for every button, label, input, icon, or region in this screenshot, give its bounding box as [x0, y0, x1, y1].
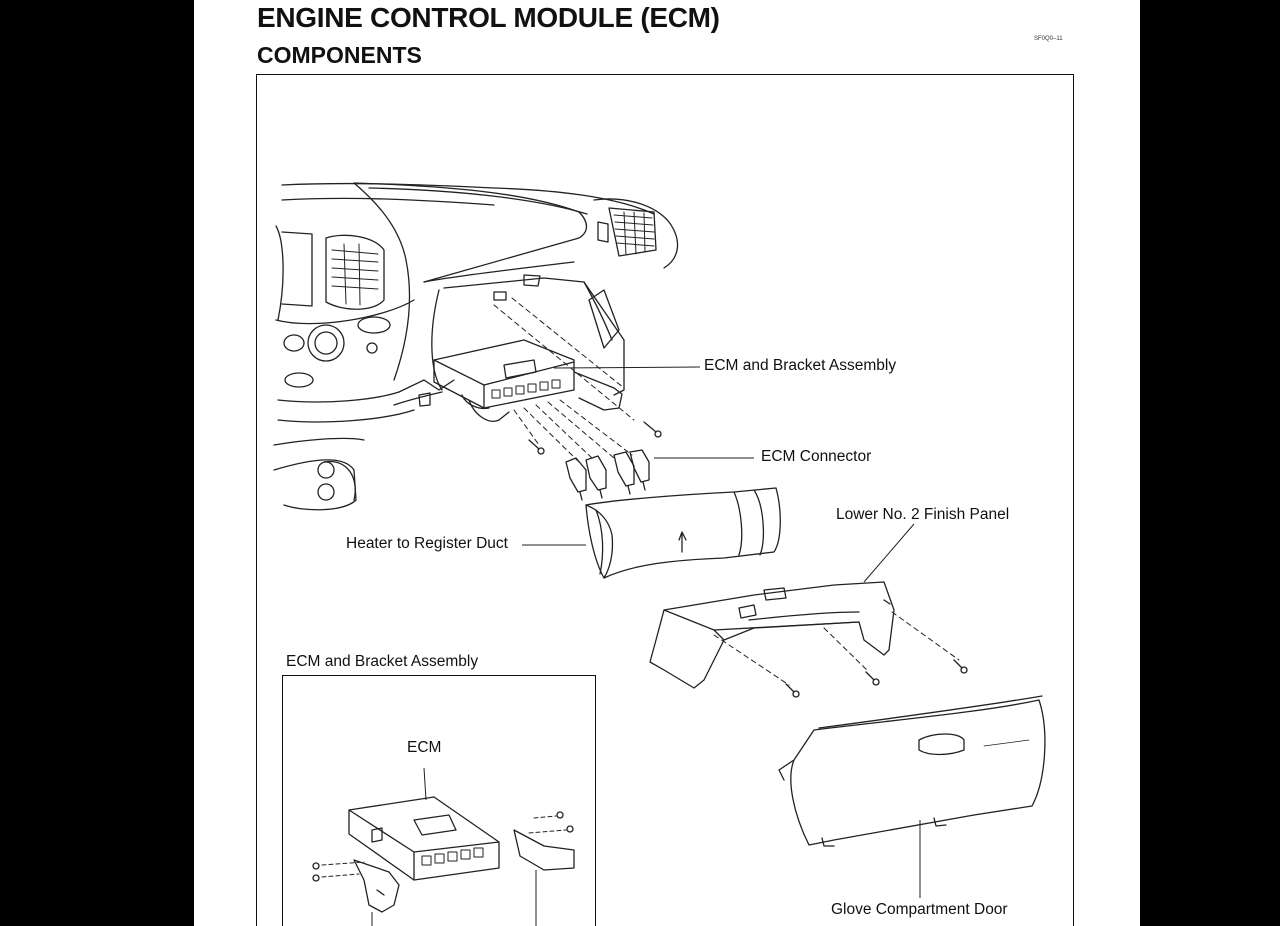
inset-ecm-illustration [348, 796, 500, 881]
callout-glove-compartment-door: Glove Compartment Door [831, 901, 1008, 918]
ecm-connector-illustration [565, 449, 650, 501]
callout-heater-register-duct: Heater to Register Duct [346, 535, 508, 552]
glove-compartment-door-illustration [778, 695, 1046, 847]
inset-frame [282, 675, 596, 926]
page-title: ENGINE CONTROL MODULE (ECM) [257, 2, 720, 33]
panel-screw-icons [785, 659, 968, 698]
section-title: COMPONENTS [257, 42, 422, 68]
inset-bracket-illustration [353, 829, 575, 913]
manual-page: ENGINE CONTROL MODULE (ECM) COMPONENTS S… [194, 0, 1140, 926]
inset-screw-icons [312, 811, 574, 882]
dashboard-illustration [273, 182, 679, 511]
inset-title: ECM and Bracket Assembly [286, 653, 479, 670]
ecm-bracket-main [433, 339, 623, 422]
inset-ecm-label: ECM [407, 739, 442, 756]
callout-ecm-connector: ECM Connector [761, 448, 872, 465]
callout-ecm-bracket-assembly: ECM and Bracket Assembly [704, 357, 897, 374]
leader-lines [371, 366, 921, 926]
figure-frame [256, 74, 1074, 926]
callout-lower-finish-panel: Lower No. 2 Finish Panel [836, 506, 1010, 523]
figure-code: SF0Q0–11 [1034, 36, 1063, 42]
heater-register-duct-illustration [585, 487, 781, 579]
lower-finish-panel-illustration [649, 581, 895, 689]
screw-icons [528, 421, 662, 455]
exploded-view-drawing [273, 182, 1046, 926]
